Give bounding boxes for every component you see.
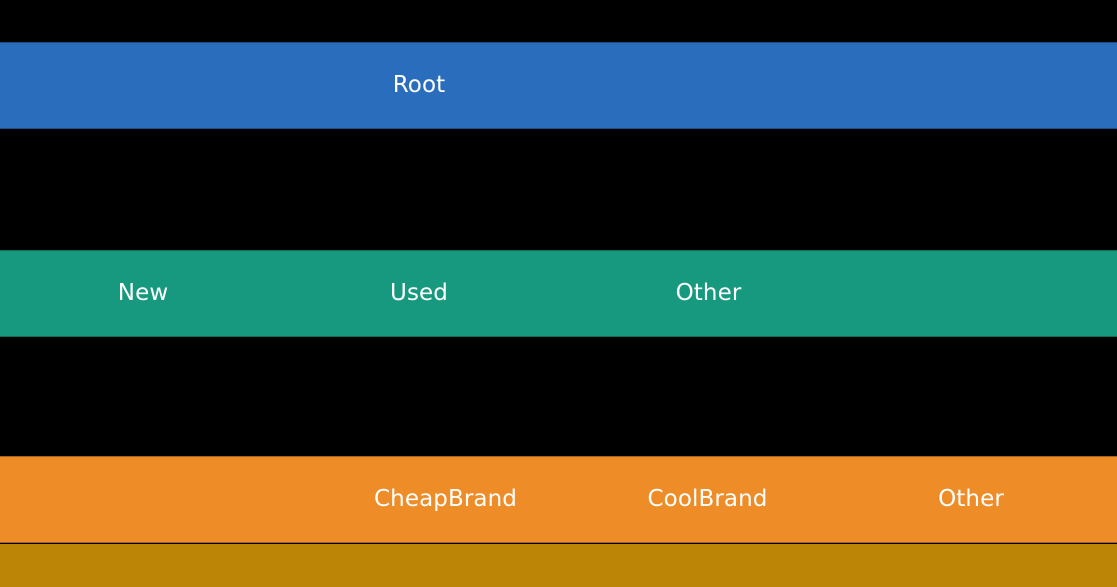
icicle-node-label: Root bbox=[392, 72, 446, 98]
icicle-node-unlabeled[interactable] bbox=[0, 42, 318, 129]
icicle-node-label: CheapBrand bbox=[374, 486, 517, 512]
icicle-node-unlabeled[interactable] bbox=[546, 456, 607, 543]
icicle-node-label: Other bbox=[938, 486, 1004, 512]
leaf-level bbox=[0, 544, 1117, 587]
icicle-node-unlabeled[interactable] bbox=[1072, 456, 1117, 543]
icicle-node-cheapbrand[interactable]: CheapBrand bbox=[345, 456, 546, 543]
brand-level: CheapBrand CoolBrand Other bbox=[0, 456, 1117, 543]
icicle-node-unlabeled[interactable] bbox=[0, 544, 1117, 587]
icicle-node-unlabeled[interactable] bbox=[0, 456, 345, 543]
icicle-node-unlabeled[interactable] bbox=[810, 250, 1117, 337]
icicle-node-used[interactable]: Used bbox=[318, 250, 520, 337]
icicle-node-coolbrand[interactable]: CoolBrand bbox=[607, 456, 808, 543]
icicle-node-unlabeled[interactable] bbox=[520, 42, 1117, 129]
icicle-node-unlabeled[interactable] bbox=[0, 250, 44, 337]
icicle-node-other[interactable]: Other bbox=[870, 456, 1072, 543]
condition-level: New Used Other bbox=[0, 250, 1117, 337]
icicle-node-unlabeled[interactable] bbox=[242, 250, 318, 337]
root-level: Root bbox=[0, 42, 1117, 129]
icicle-node-label: Other bbox=[675, 280, 742, 306]
icicle-node-unlabeled[interactable] bbox=[808, 456, 870, 543]
icicle-node-unlabeled[interactable] bbox=[520, 250, 607, 337]
icicle-node-label: CoolBrand bbox=[647, 486, 768, 512]
icicle-node-label: Used bbox=[390, 280, 448, 306]
icicle-node-other[interactable]: Other bbox=[607, 250, 810, 337]
icicle-node-label: New bbox=[117, 280, 169, 306]
icicle-node-new[interactable]: New bbox=[44, 250, 242, 337]
icicle-node-root[interactable]: Root bbox=[318, 42, 520, 129]
